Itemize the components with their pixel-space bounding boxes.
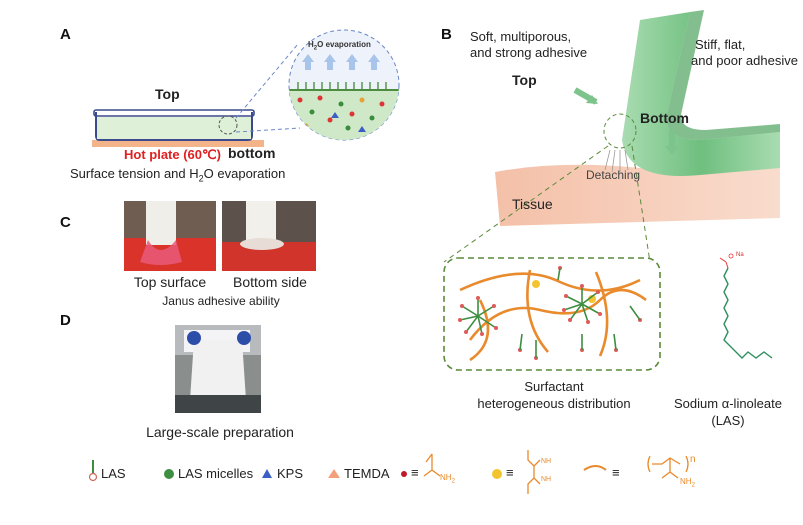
zoom-spot bbox=[218, 115, 238, 135]
panel-a-bottom-label: bottom bbox=[228, 145, 276, 161]
micelle-symbol-icon bbox=[164, 469, 174, 479]
legend-las: LAS bbox=[101, 466, 126, 481]
las-caption: Sodium α-linoleate (LAS) bbox=[674, 396, 782, 428]
legend-equiv-3: ≡ bbox=[612, 465, 620, 480]
surfactant-caption: Surfactant heterogeneous distribution bbox=[477, 379, 631, 411]
zoom-line-top bbox=[235, 43, 299, 119]
panel-a-top-label: Top bbox=[155, 86, 180, 102]
polyacrylamide-structure-icon bbox=[647, 455, 689, 479]
panel-b-top-label: Top bbox=[512, 72, 537, 88]
hot-plate bbox=[92, 140, 264, 147]
magnify-line-right bbox=[631, 145, 651, 263]
panel-b-graphic bbox=[443, 10, 780, 371]
tissue-shape bbox=[495, 164, 780, 226]
temda-symbol-icon bbox=[328, 469, 340, 478]
carboxyl-oxygen bbox=[728, 253, 734, 259]
tissue-label: Tissue bbox=[512, 196, 553, 212]
detaching-label: Detaching bbox=[586, 168, 641, 182]
hot-plate-label: Hot plate (60℃) bbox=[124, 147, 221, 162]
panel-label-c: C bbox=[60, 214, 71, 231]
legend-temda: TEMDA bbox=[344, 466, 390, 481]
sodium-label: Na bbox=[736, 252, 744, 258]
kps-symbol-icon bbox=[262, 469, 272, 478]
panel-label-a: A bbox=[60, 26, 71, 43]
magnify-circle bbox=[603, 113, 637, 149]
legend-n: n bbox=[690, 454, 696, 465]
zoom-caption: H2O evaporation bbox=[308, 40, 371, 52]
panel-label-d: D bbox=[60, 312, 71, 329]
legend-nh-1: NH bbox=[541, 458, 552, 465]
panel-d-caption: Large-scale preparation bbox=[146, 424, 294, 440]
panel-c-photos bbox=[124, 201, 316, 271]
soft-description: Soft, multiporous, and strong adhesive bbox=[470, 29, 588, 60]
chain-symbol-icon bbox=[583, 465, 607, 471]
legend-micelles: LAS micelles bbox=[178, 466, 254, 481]
micelle-1 bbox=[459, 298, 497, 335]
legend-nh2-2: NH2 bbox=[680, 477, 695, 489]
polymer-network bbox=[459, 269, 647, 362]
bottom-arrow-head bbox=[665, 146, 679, 155]
zoom-line-bottom bbox=[235, 127, 301, 133]
network-box bbox=[443, 257, 661, 371]
acrylamide-structure-icon bbox=[423, 453, 441, 477]
photo1-caption: Top surface bbox=[133, 274, 207, 290]
legend-equiv-1: ≡ bbox=[411, 465, 419, 480]
legend-nh2-1: NH2 bbox=[440, 473, 455, 485]
legend-equiv-2: ≡ bbox=[506, 465, 514, 480]
top-arrow-head bbox=[586, 95, 598, 104]
legend-kps: KPS bbox=[277, 466, 304, 481]
photo2-caption: Bottom side bbox=[233, 274, 307, 290]
panel-d-photo bbox=[175, 325, 261, 413]
panel-label-b: B bbox=[441, 26, 452, 43]
panel-c-caption: Janus adhesive ability bbox=[162, 294, 280, 308]
magnify-line-left bbox=[443, 145, 609, 263]
petri-dish bbox=[95, 112, 253, 141]
las-molecule bbox=[723, 267, 773, 359]
hydrogel-film-edge bbox=[666, 10, 780, 140]
stiff-description: Stiff, flat, and poor adhesive bbox=[691, 37, 798, 68]
bis-structure-icon bbox=[527, 450, 541, 494]
panel-a-caption: Surface tension and H2O evaporation bbox=[70, 166, 286, 184]
micelle-2 bbox=[563, 286, 601, 323]
legend-symbols bbox=[88, 450, 689, 494]
crosslinker-1 bbox=[532, 280, 540, 288]
acrylamide-dot-icon bbox=[401, 471, 407, 477]
crosslinker-symbol-icon bbox=[492, 469, 502, 479]
hydrogel-film bbox=[622, 12, 780, 176]
dish-rim bbox=[93, 109, 255, 117]
panel-b-bottom-label: Bottom bbox=[640, 110, 689, 126]
gel-layer bbox=[97, 117, 251, 139]
legend-nh-2: NH bbox=[541, 476, 552, 483]
